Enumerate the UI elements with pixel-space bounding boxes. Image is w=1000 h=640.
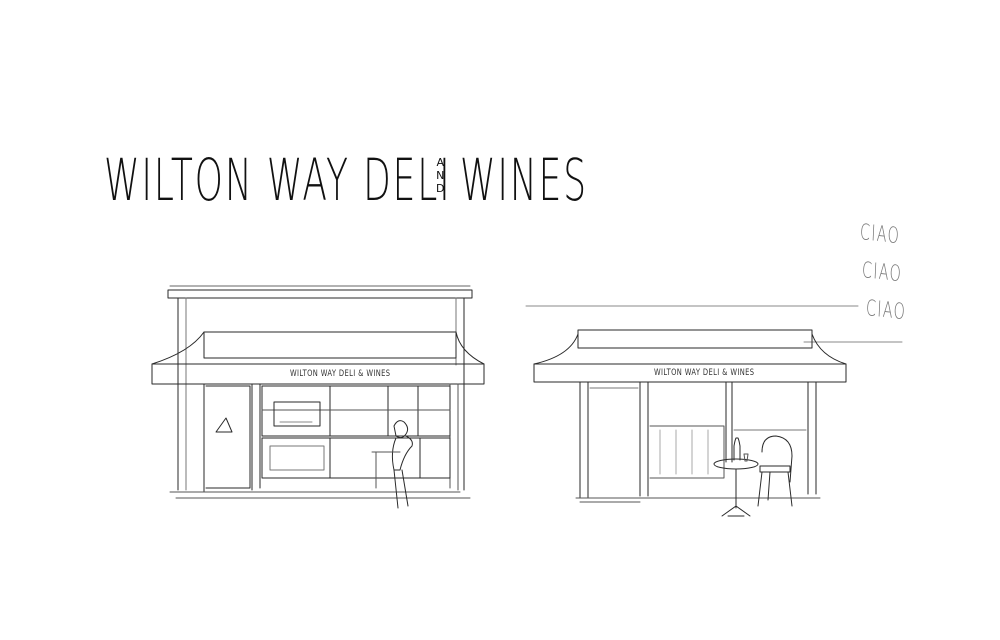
left-shop — [151, 285, 485, 509]
title-and-a: A — [436, 156, 444, 169]
page-title: WILTON WAY DELI — [104, 140, 665, 220]
right-shop — [525, 305, 903, 517]
left-awning-sign: WILTON WAY DELI & WINES — [290, 369, 391, 379]
title-and-n: N — [436, 169, 445, 182]
title-main: WILTON WAY DELI — [104, 146, 452, 214]
right-awning-sign: WILTON WAY DELI & WINES — [654, 368, 755, 378]
title-and-d: D — [436, 182, 445, 195]
title-and-stack: A N D — [436, 156, 444, 195]
title-wines: WINES — [460, 146, 588, 214]
